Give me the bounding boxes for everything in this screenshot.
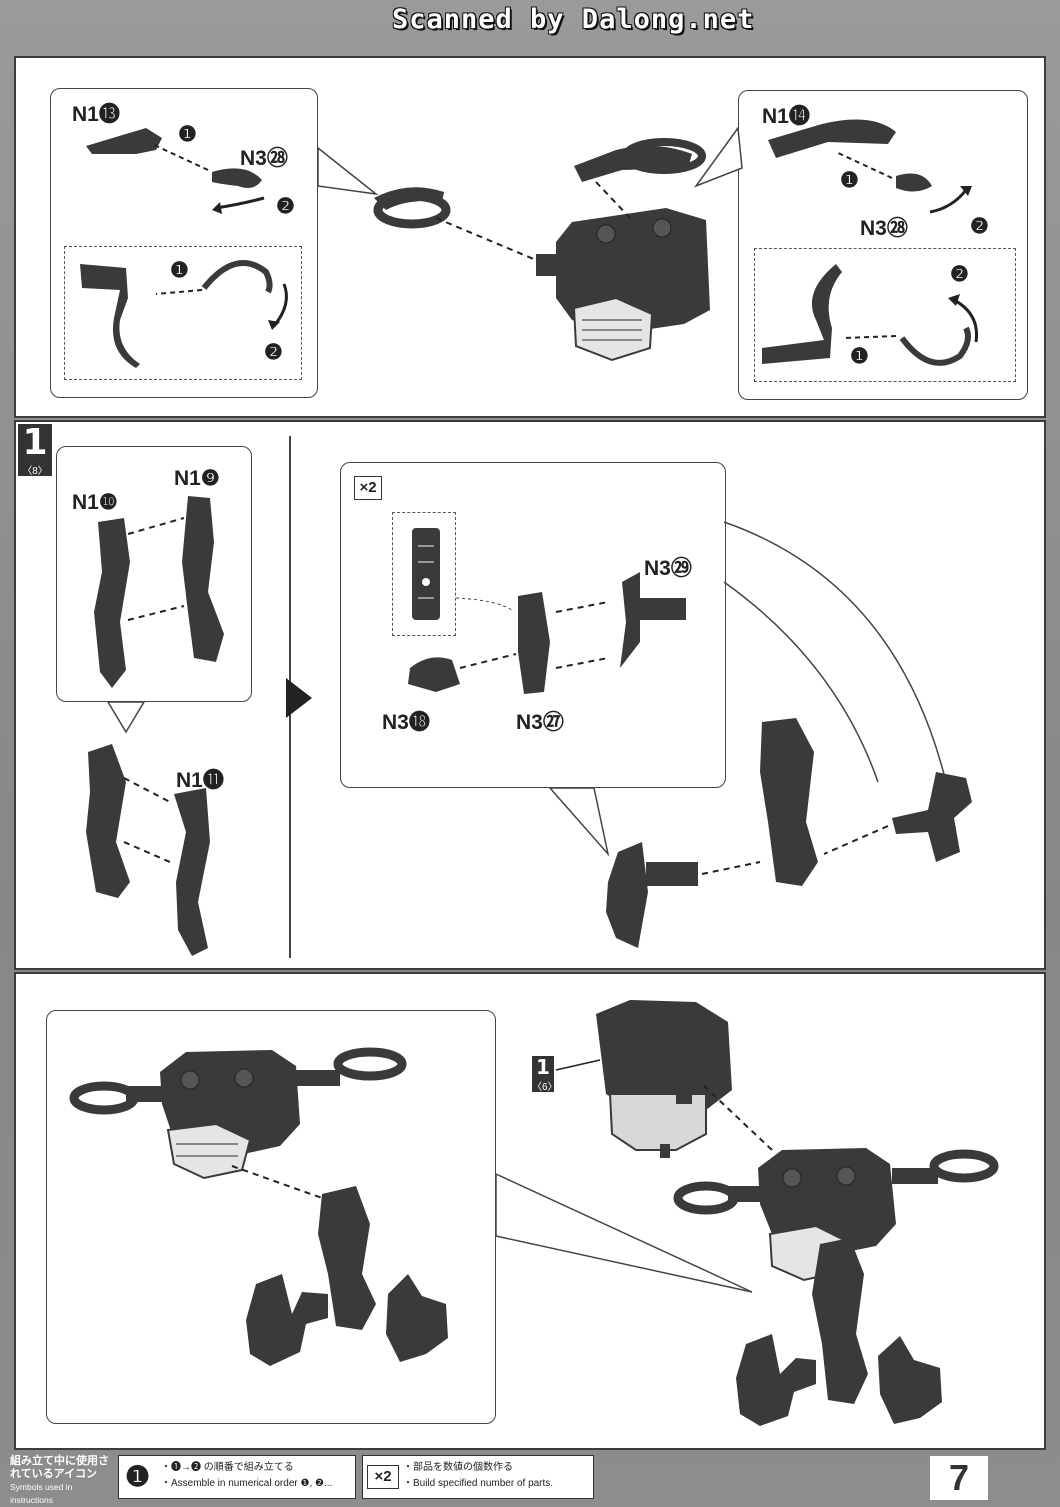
middle-panel-drawing — [86, 436, 972, 958]
order-marker-2: ❷ — [970, 215, 989, 238]
scan-watermark: Scanned by Dalong.net — [392, 4, 755, 35]
detail-part-inset — [392, 512, 456, 636]
part-label-n1-14: N1⓮ — [762, 105, 810, 128]
order-marker-1: ❶ — [840, 169, 859, 192]
part-label-n3-28: N3㉘ — [240, 147, 288, 170]
step-number-badge: 1 — [18, 424, 52, 462]
order-marker-1: ❶ — [178, 123, 197, 146]
order-marker-2: ❷ — [950, 263, 969, 286]
step-reference: 〈6〉 — [532, 1078, 558, 1093]
part-label-n3-27: N3㉗ — [516, 711, 564, 734]
legend-order-jp: ・❶→❷ の順番で組み立てる — [161, 1462, 294, 1473]
step-number-badge: 1 — [532, 1056, 554, 1078]
page-number: 7 — [930, 1456, 988, 1500]
legend-item-multiplier: ×2 ・部品を数値の個数作る ・Build specified number o… — [362, 1455, 594, 1499]
legend-multiplier-icon: ×2 — [367, 1465, 399, 1489]
part-label-n1-11: N1⓫ — [176, 769, 224, 792]
leg-callout — [56, 446, 252, 702]
order-marker-2: ❷ — [276, 195, 295, 218]
legend-title: 組み立て中に使用されているアイコン Symbols used in instru… — [10, 1455, 114, 1507]
order-marker-2: ❷ — [264, 341, 283, 364]
order-marker-1: ❶ — [170, 259, 189, 282]
left-callout — [50, 88, 318, 398]
bottom-panel-drawing — [69, 1000, 999, 1426]
panel-final-assembly: 1 〈6〉 — [14, 972, 1046, 1450]
legend-multiplier-jp: ・部品を数値の個数作る — [403, 1462, 513, 1473]
part-label-n3-18: N3⓲ — [382, 711, 430, 734]
legend-title-jp: 組み立て中に使用されているアイコン — [10, 1455, 109, 1480]
order-marker-1: ❶ — [850, 345, 869, 368]
legend-order-icon: ❶ — [125, 1461, 151, 1492]
part-label-n1-13: N1⓭ — [72, 103, 120, 126]
part-label-n1-10: N1❿ — [72, 491, 118, 514]
part-label-n3-28: N3㉘ — [860, 217, 908, 240]
part-label-n3-29: N3㉙ — [644, 557, 692, 580]
legend-item-order: ❶ ・❶→❷ の順番で組み立てる ・Assemble in numerical … — [118, 1455, 356, 1499]
panel-step-1-torso: 1 〈8〉 ×2 — [14, 420, 1046, 970]
multiplier-badge: ×2 — [354, 476, 382, 500]
part-label-n1-9: N1❾ — [174, 467, 220, 490]
panel-head-assembly: N1⓭ N3㉘ ❶ ❷ ❶ ❷ N1⓮ N3㉘ ❶ ❷ ❷ ❶ — [14, 56, 1046, 418]
legend-multiplier-en: ・Build specified number of parts. — [403, 1478, 554, 1489]
legend-order-en: ・Assemble in numerical order ❶, ❷... — [161, 1478, 333, 1489]
left-callout-alt-view — [64, 246, 302, 380]
icon-legend: 組み立て中に使用されているアイコン Symbols used in instru… — [0, 1452, 1060, 1506]
step-reference: 〈8〉 — [18, 462, 52, 477]
top-panel-drawing — [80, 119, 979, 368]
legend-title-en: Symbols used in instructions — [10, 1482, 73, 1505]
right-callout-alt-view — [754, 248, 1016, 382]
